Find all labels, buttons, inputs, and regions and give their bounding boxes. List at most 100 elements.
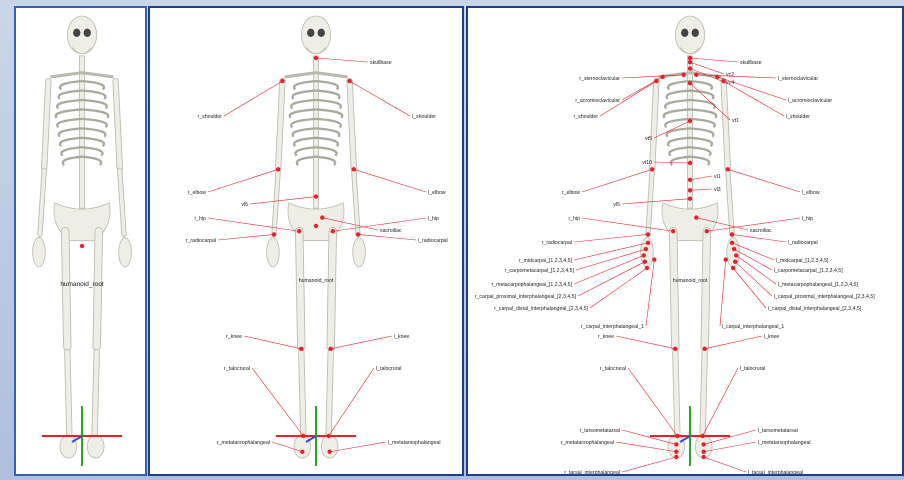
joint-marker [645, 266, 649, 270]
joint-marker [661, 75, 665, 79]
leader-line [622, 75, 684, 78]
rib [316, 91, 339, 99]
jaw [73, 48, 92, 54]
leader-line [244, 336, 301, 349]
leader-line [331, 336, 392, 349]
label-l-talocrural: l_talocrural [376, 366, 401, 372]
rib [690, 81, 712, 89]
rib [690, 138, 712, 146]
label-l-metatarsophalangeal: l_metatarsophalangeal [758, 440, 811, 446]
rib [669, 147, 690, 155]
label-sacroiliac: sacroiliac [750, 228, 772, 234]
leader-line [358, 234, 416, 240]
limb-bone [40, 170, 44, 234]
limb-bone [329, 352, 331, 436]
limb-bone [301, 352, 303, 436]
label-l-radiocarpal: l_radiocarpal [788, 240, 818, 246]
label-r-knee: r_knee [598, 334, 614, 340]
leader-line [720, 260, 726, 326]
rib [664, 109, 690, 117]
label-l-talocrural: l_talocrural [740, 366, 765, 372]
leader-line [578, 262, 645, 296]
rib [59, 91, 82, 99]
limb-bone [120, 170, 124, 234]
rib [295, 147, 316, 155]
limb-bone [95, 352, 97, 436]
spine [687, 56, 692, 208]
eye-socket [318, 29, 325, 37]
limb-bone [97, 231, 99, 347]
label-vl1: vl1 [714, 174, 721, 180]
leader-line [574, 255, 644, 284]
label-l-midcarpal: l_midcarpal_[1,2,3,4,5] [776, 258, 829, 264]
rib [82, 128, 105, 136]
limb-bone [675, 352, 677, 436]
rib [60, 81, 82, 89]
leader-line [316, 58, 368, 62]
label-skullbase: skullbase [370, 60, 392, 66]
rib [291, 100, 316, 108]
leader-line [736, 255, 776, 284]
label-l-carpometacarpal: l_carpometacarpal_[1,2,3,4,5] [774, 268, 843, 274]
label-skullbase: skullbase [740, 60, 762, 66]
leader-line [250, 197, 316, 204]
label-l-shoulder: l_shoulder [786, 114, 810, 120]
label-r-hip: r_hip [568, 216, 580, 222]
label-l-hip: l_hip [802, 216, 813, 222]
label-l-acromioclavicular: l_acromioclavicular [788, 98, 832, 104]
rib [294, 81, 316, 89]
rib [59, 128, 82, 136]
label-l-radiocarpal: l_radiocarpal [418, 238, 448, 244]
label-l-tarsometatarsal: l_tarsometatarsal [758, 428, 798, 434]
rib [293, 128, 316, 136]
leader-line [690, 58, 738, 62]
rib [316, 81, 338, 89]
rib [316, 119, 341, 127]
leader-line [728, 169, 800, 192]
joint-marker [314, 224, 318, 228]
rib [665, 119, 690, 127]
leader-line [616, 442, 676, 452]
label-r-radiocarpal: r_radiocarpal [542, 240, 572, 246]
leader-line [574, 234, 648, 242]
foot [87, 435, 104, 458]
label-r-talocrural: r_talocrural [224, 366, 250, 372]
rib [290, 109, 316, 117]
rib [668, 81, 690, 89]
label-l-sternoclavicular: l_sternoclavicular [778, 76, 818, 82]
label-r-shoulder: r_shoulder [573, 114, 598, 120]
rib [316, 128, 339, 136]
label-sacroiliac: sacroiliac [380, 228, 402, 234]
jaw [307, 48, 326, 54]
joint-marker [694, 215, 698, 219]
label-l-knee: l_knee [764, 334, 779, 340]
label-vl3: vl3 [714, 187, 721, 193]
limb-bone [705, 231, 707, 347]
rib [667, 128, 690, 136]
rib [60, 138, 82, 146]
joint-marker [644, 247, 648, 251]
leader-line [717, 77, 786, 100]
hand [119, 238, 132, 267]
leader-line [224, 81, 282, 116]
rib [57, 100, 82, 108]
label-l-tarsal-interphalangeal: l_tarsal_interphalangeal [748, 470, 803, 476]
leader-line [582, 218, 673, 231]
rib [82, 91, 105, 99]
leader-line [622, 199, 690, 204]
label-l-metacarpophalangeal: l_metacarpophalangeal_[1,2,3,4,5] [778, 282, 858, 288]
panel-root-only: humanoid_root [14, 6, 147, 476]
foot [321, 435, 338, 458]
leader-line [329, 368, 374, 436]
label-r-shoulder: r_shoulder [197, 114, 222, 120]
rib [690, 100, 715, 108]
rib [82, 147, 103, 155]
leader-line [354, 169, 426, 192]
leader-line [574, 243, 648, 260]
leader-line [733, 268, 766, 308]
eye-socket [681, 29, 688, 37]
limb-bone [728, 170, 732, 234]
limb-bone [703, 352, 705, 436]
